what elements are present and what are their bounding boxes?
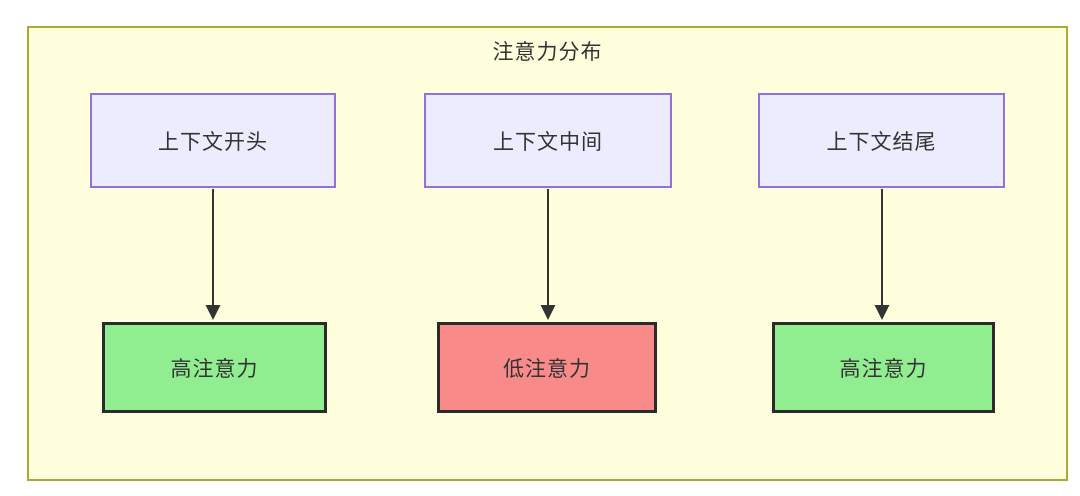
node-low-attention: 低注意力 [437, 322, 657, 413]
node-high-attention-left: 高注意力 [102, 322, 327, 413]
node-high-attention-right: 高注意力 [772, 322, 995, 413]
node-context-start: 上下文开头 [90, 93, 336, 188]
node-context-end: 上下文结尾 [758, 93, 1005, 188]
diagram-title: 注意力分布 [492, 41, 603, 64]
node-context-middle: 上下文中间 [424, 93, 672, 188]
